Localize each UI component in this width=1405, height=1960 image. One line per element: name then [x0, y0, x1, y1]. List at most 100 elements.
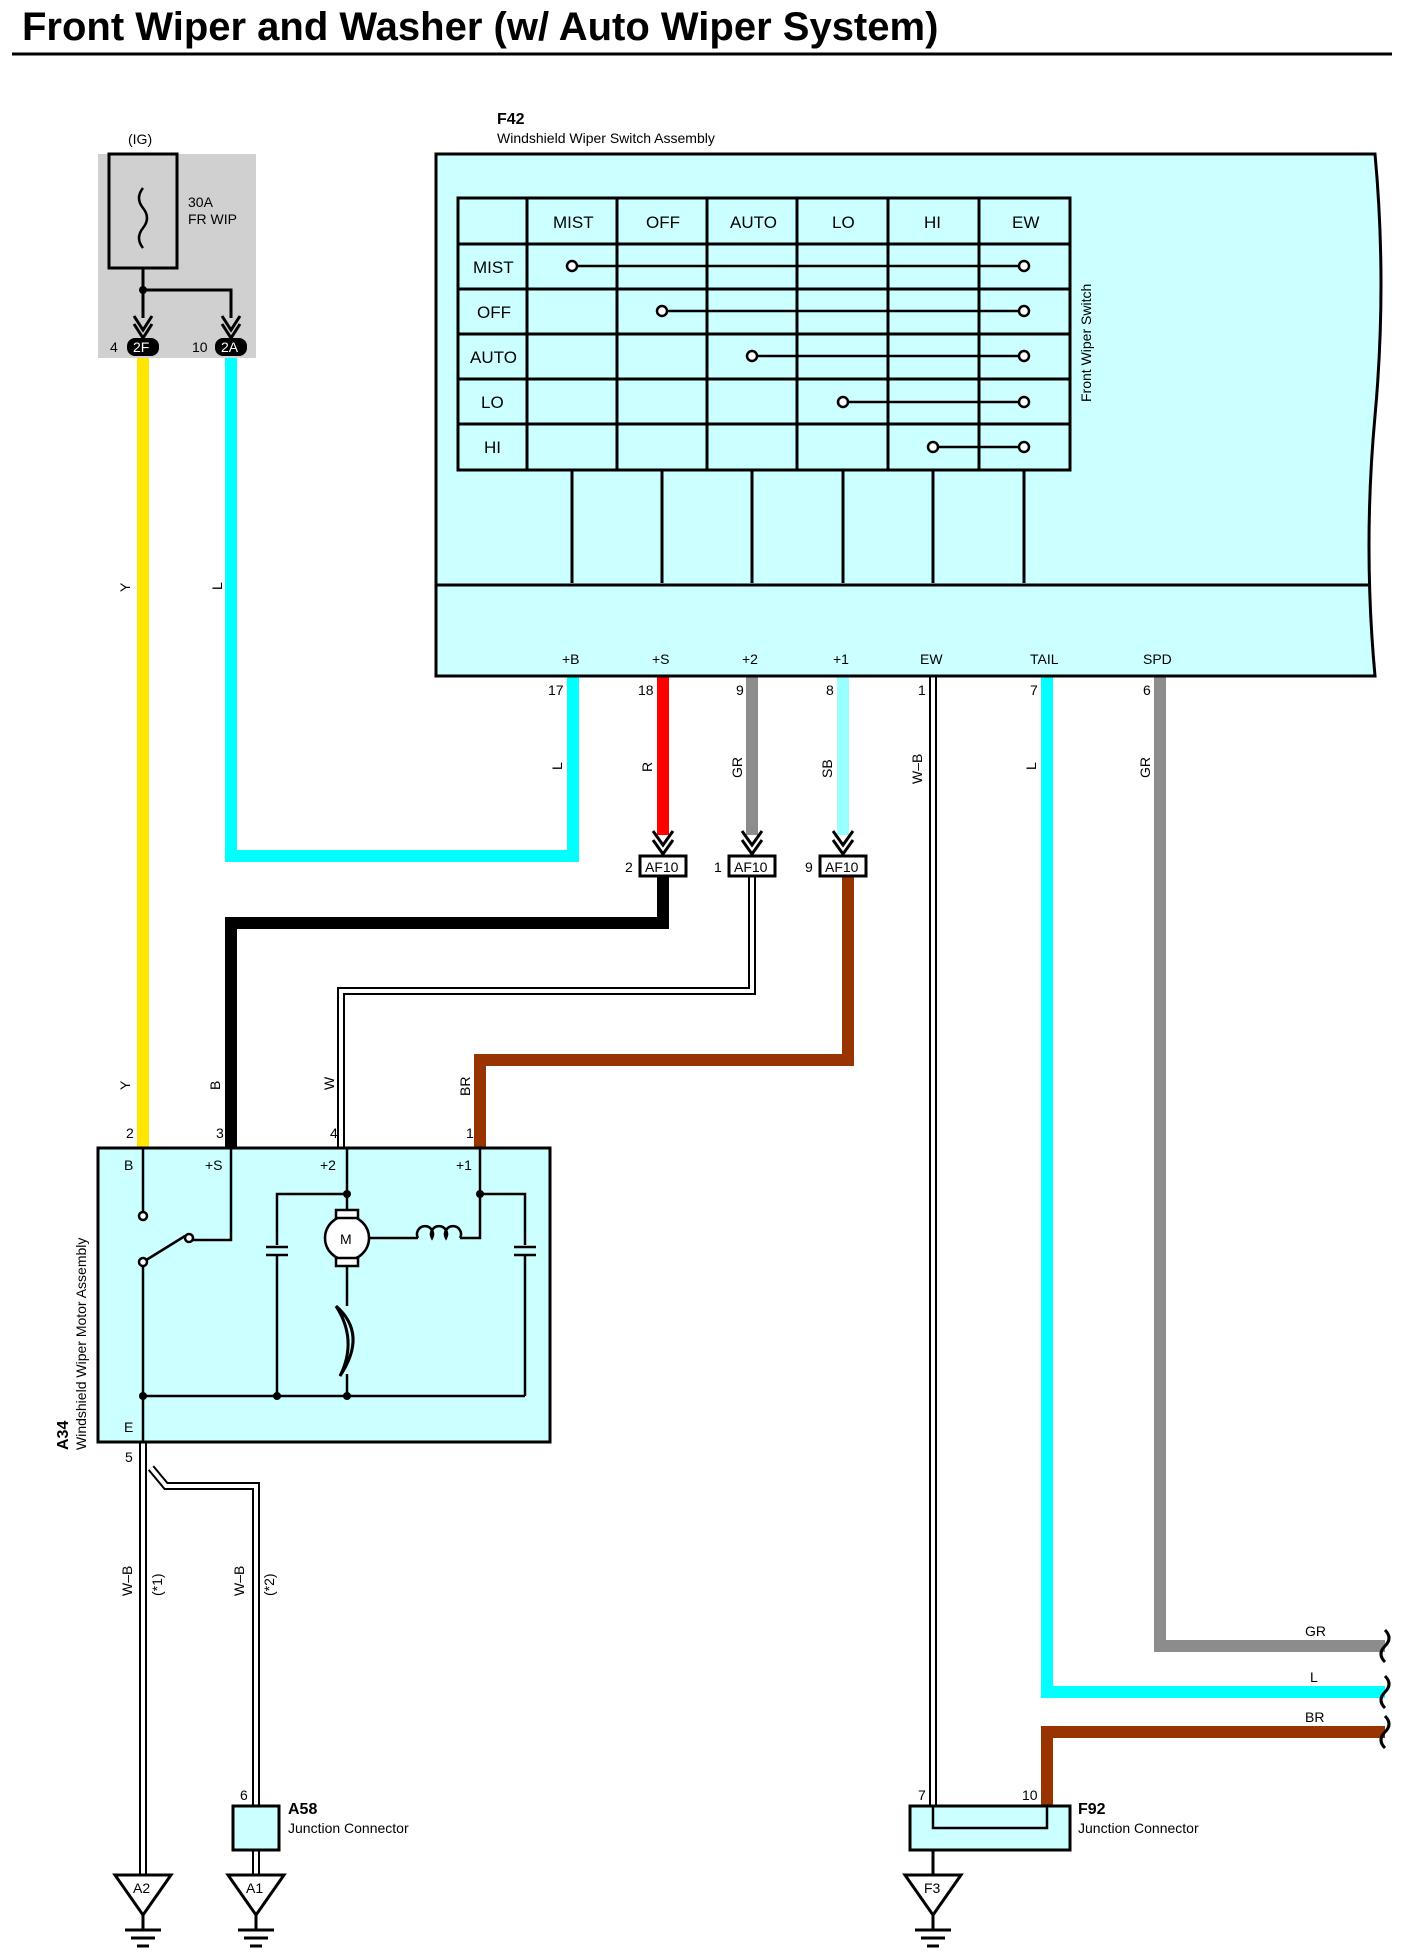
wire-gr-spd: [1154, 675, 1385, 1652]
term-1: +1: [833, 651, 849, 667]
motor-symbol-label: M: [340, 1231, 352, 1247]
front-wiper-switch-label: Front Wiper Switch: [1078, 284, 1094, 402]
pin-2a: 10: [192, 339, 208, 355]
pin-17: 17: [548, 682, 564, 698]
a34-name: Windshield Wiper Motor Assembly: [73, 1238, 89, 1450]
col-lo: LO: [832, 213, 855, 232]
pin-6: 6: [1143, 682, 1151, 698]
ground-f3-label: F3: [924, 1880, 941, 1896]
af10-9-label: AF10: [825, 859, 859, 875]
wire-label-l-right: L: [1310, 1669, 1318, 1685]
f42-code: F42: [497, 111, 525, 128]
note-1: (*1): [149, 1573, 165, 1596]
wire-label-l-tail: L: [1023, 762, 1039, 770]
break-mark-l: [1379, 1674, 1391, 1710]
wire-w-inner: [339, 872, 754, 1148]
f92-pin-10: 10: [1022, 1787, 1038, 1803]
f92-internal: [931, 1806, 1049, 1830]
wire-label-w-bot: W: [321, 1076, 337, 1090]
wire-label-wb-1: W–B: [119, 1566, 135, 1596]
fuse-rating: 30A: [188, 194, 214, 210]
ground-f3-symbol: [902, 1873, 964, 1948]
term-2: +2: [742, 651, 758, 667]
a34-code: A34: [55, 1421, 72, 1450]
pin-7: 7: [1030, 682, 1038, 698]
col-hi: HI: [924, 213, 941, 232]
wire-wb-a58-inner: [149, 1466, 258, 1806]
a58-code: A58: [288, 1801, 317, 1818]
f92-pin-7: 7: [918, 1787, 926, 1803]
wire-br: [474, 872, 854, 1148]
a34-box: [96, 1146, 552, 1444]
af10-2: [638, 854, 688, 878]
col-off: OFF: [646, 213, 680, 232]
af10-9: [818, 854, 868, 878]
a34-pin-1: 1: [466, 1125, 474, 1141]
a34-term-s: +S: [205, 1157, 223, 1173]
a34-pin-5: 5: [125, 1449, 133, 1465]
col-auto: AUTO: [730, 213, 777, 232]
a34-term-1: +1: [456, 1157, 472, 1173]
pin-8: 8: [826, 682, 834, 698]
row-hi: HI: [484, 438, 501, 457]
term-ew: EW: [920, 651, 943, 667]
wire-label-br-bot: BR: [457, 1077, 473, 1096]
f42-name: Windshield Wiper Switch Assembly: [497, 130, 715, 146]
note-2: (*2): [261, 1573, 277, 1596]
pin-18: 18: [638, 682, 654, 698]
switch-table-grid: [458, 198, 1070, 583]
conn-2f-tag: [127, 338, 159, 356]
wire-label-y-bot: Y: [117, 1080, 133, 1090]
wire-label-gr-spd: GR: [1137, 757, 1153, 778]
wire-b: [225, 872, 669, 1148]
wire-label-wb-2: W–B: [231, 1566, 247, 1596]
term-spd: SPD: [1143, 651, 1172, 667]
term-tail: TAIL: [1030, 651, 1059, 667]
wire-label-gr: GR: [729, 757, 745, 778]
af10-pin-1: 1: [714, 859, 722, 875]
col-mist: MIST: [553, 213, 594, 232]
wire-label-gr-right: GR: [1305, 1623, 1326, 1639]
row-off: OFF: [477, 303, 511, 322]
f42-box: [434, 152, 1383, 678]
wire-wb-a58-outer: [147, 1465, 260, 1806]
a34-term-2: +2: [320, 1157, 336, 1173]
break-mark-br: [1379, 1714, 1391, 1750]
af10-2-label: AF10: [645, 859, 679, 875]
a34-term-e: E: [124, 1419, 133, 1435]
ig-label: (IG): [128, 131, 152, 147]
page-title: Front Wiper and Washer (w/ Auto Wiper Sy…: [22, 5, 938, 49]
af10-arrows: [651, 830, 855, 857]
a34-term-b: B: [124, 1157, 133, 1173]
af10-pin-2: 2: [625, 859, 633, 875]
wire-label-y-top: Y: [117, 582, 133, 592]
fuse-name: FR WIP: [188, 211, 237, 227]
motor-circuit: [137, 1148, 536, 1442]
pin-9: 9: [736, 682, 744, 698]
motor-junctions: [139, 1190, 484, 1400]
col-ew: EW: [1012, 213, 1039, 232]
wire-label-wb-ew: W–B: [909, 754, 925, 784]
ground-a1-symbol: [225, 1873, 287, 1948]
conn-2a-label: 2A: [221, 339, 239, 355]
wire-label-sb: SB: [819, 759, 835, 778]
a34-pin-4: 4: [330, 1125, 338, 1141]
a58-name: Junction Connector: [288, 1820, 409, 1836]
ground-a2-label: A2: [133, 1880, 150, 1896]
pin-1: 1: [918, 682, 926, 698]
term-s: +S: [652, 651, 670, 667]
wire-w-outer: [337, 872, 756, 1148]
term-b: +B: [562, 651, 580, 667]
ground-a2-symbol: [112, 1873, 174, 1948]
a34-pin-2: 2: [126, 1125, 134, 1141]
fuse-icon: [137, 187, 149, 249]
wire-label-br-right: BR: [1305, 1709, 1324, 1725]
wire-label-b-bot: B: [207, 1081, 223, 1090]
f92-name: Junction Connector: [1078, 1820, 1199, 1836]
wire-br-right: [1041, 1726, 1385, 1806]
row-auto: AUTO: [470, 348, 517, 367]
break-mark-gr: [1379, 1628, 1391, 1664]
af10-pin-9: 9: [805, 859, 813, 875]
f92-code: F92: [1078, 1801, 1106, 1818]
